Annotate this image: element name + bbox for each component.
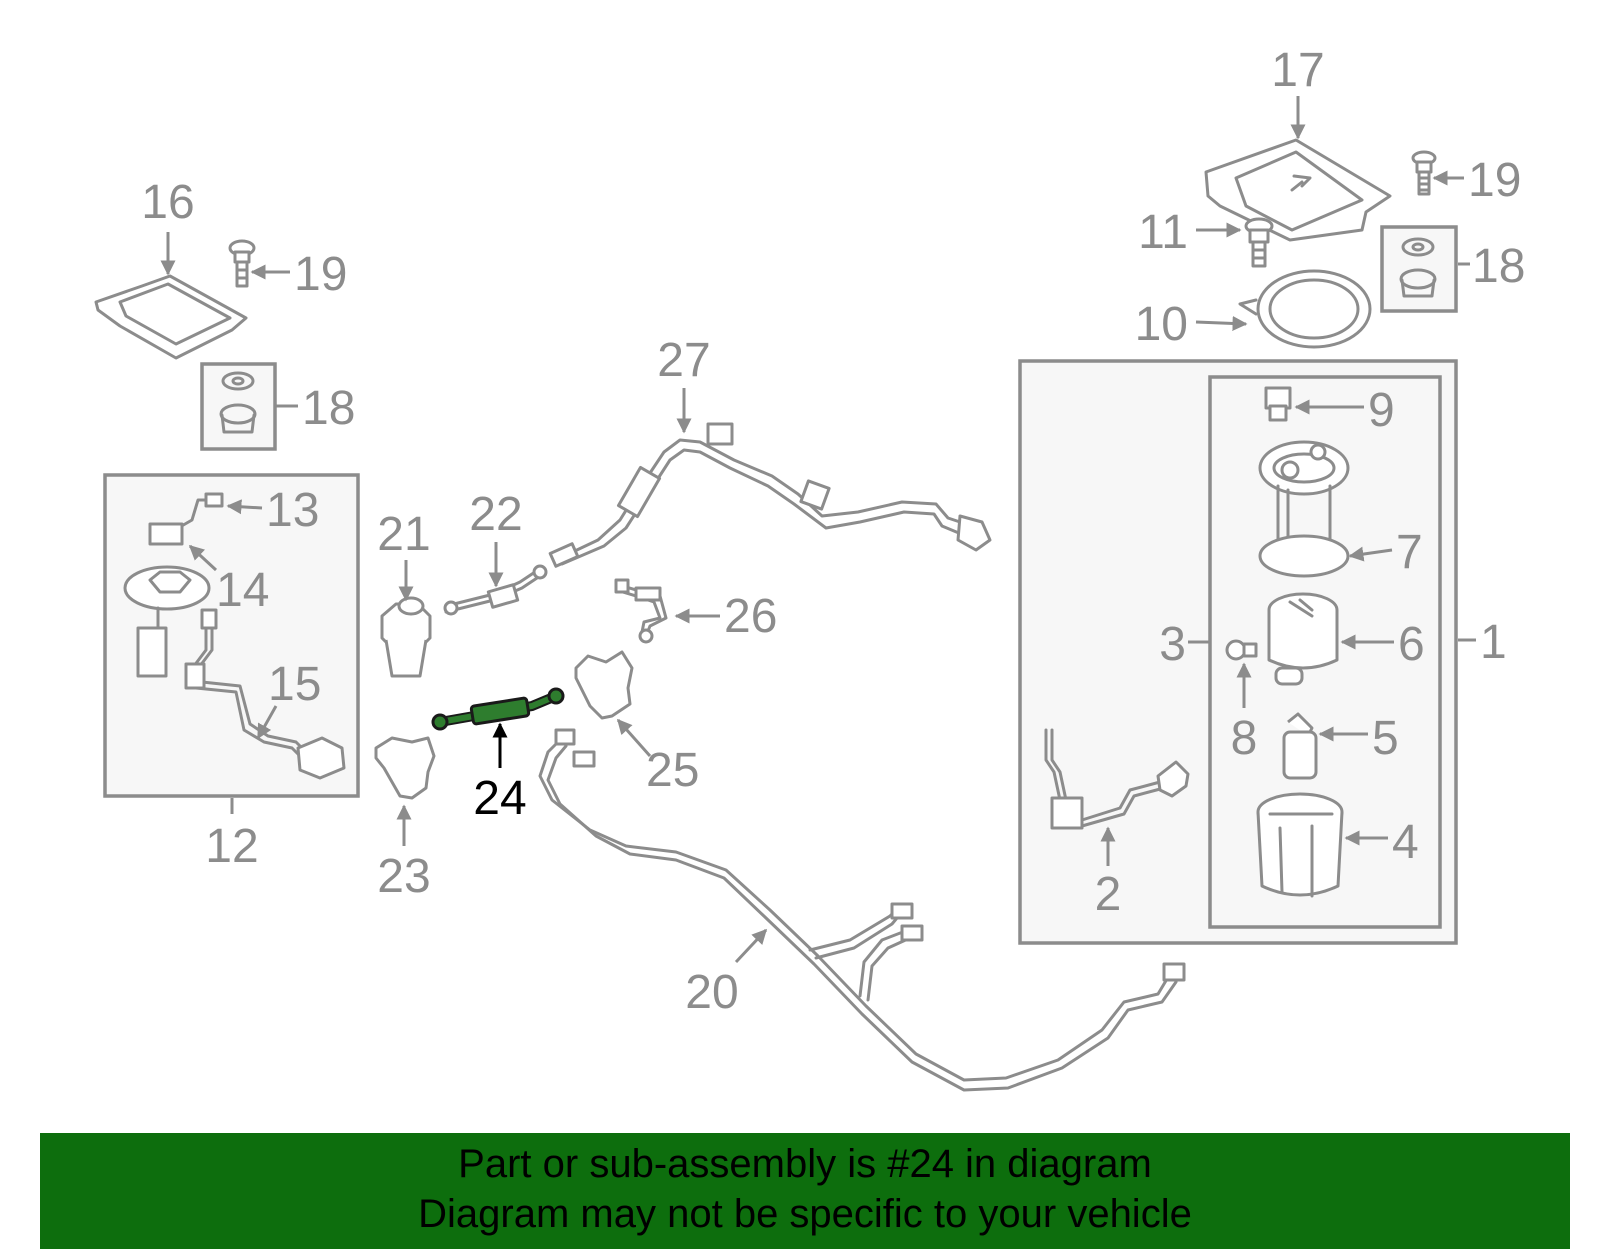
part-19-bolt-left	[228, 239, 256, 288]
part-24-fuel-hose-highlighted	[431, 687, 565, 731]
callout-15: 15	[268, 658, 321, 711]
callout-18-right: 18	[1472, 240, 1525, 293]
callout-25: 25	[646, 744, 699, 797]
callout-21: 21	[377, 508, 430, 561]
part-12-sender-unit	[123, 565, 346, 780]
part-16-cover-plate	[94, 274, 248, 360]
callout-23: 23	[377, 850, 430, 903]
part-27-wire-harness	[548, 422, 992, 568]
callout-17: 17	[1271, 44, 1324, 97]
part-7-pump-module	[1258, 440, 1350, 578]
callout-16: 16	[141, 176, 194, 229]
assembly-box-1-inner	[1208, 375, 1442, 929]
callout-14: 14	[216, 564, 269, 617]
callout-10: 10	[1135, 298, 1188, 351]
part-23-bracket	[374, 736, 436, 800]
callout-19-right: 19	[1468, 154, 1521, 207]
part-17-cover-plate	[1204, 138, 1392, 242]
callout-27: 27	[657, 334, 710, 387]
part-10-gasket	[1238, 269, 1372, 349]
part-5-filter	[1282, 712, 1318, 780]
part-26-sensor-line	[614, 578, 668, 644]
callout-11: 11	[1138, 206, 1188, 259]
callout-1: 1	[1480, 616, 1507, 669]
callout-5: 5	[1372, 712, 1399, 765]
part-13-14-connector	[148, 492, 224, 546]
part-18-washers-left	[219, 371, 257, 434]
banner-line-1: Part or sub-assembly is #24 in diagram	[458, 1142, 1152, 1186]
callout-labels: 17 19 11 18 10 9 7 6 5 4 1 3 8 2 16 19 1…	[141, 44, 1525, 1019]
callout-9: 9	[1368, 384, 1395, 437]
part-8-fitting	[1225, 639, 1258, 661]
part-25-bracket	[574, 650, 634, 720]
callout-3: 3	[1159, 618, 1186, 671]
part-11-bolt	[1244, 217, 1274, 268]
callout-20: 20	[685, 966, 738, 1019]
part-18-washers-right	[1399, 237, 1437, 298]
callout-26: 26	[724, 590, 777, 643]
info-banner: Part or sub-assembly is #24 in diagram D…	[40, 1133, 1570, 1249]
callout-12: 12	[205, 820, 258, 873]
callout-6: 6	[1398, 618, 1425, 671]
callout-19-left: 19	[294, 248, 347, 301]
part-22-fuel-line	[443, 564, 548, 616]
part-20-wire-harness	[538, 728, 1186, 1092]
part-19-bolt-right	[1411, 150, 1437, 196]
callout-4: 4	[1392, 816, 1419, 869]
banner-line-2: Diagram may not be specific to your vehi…	[418, 1192, 1192, 1236]
callout-2: 2	[1095, 868, 1122, 921]
callout-24-highlighted: 24	[473, 772, 526, 825]
part-21-fuel-filter	[380, 596, 432, 678]
callout-8: 8	[1231, 712, 1258, 765]
part-2-level-sender	[1044, 728, 1190, 830]
part-9-connector	[1264, 386, 1292, 422]
callout-22: 22	[469, 488, 522, 541]
callout-13: 13	[266, 484, 319, 537]
callout-7: 7	[1396, 526, 1423, 579]
part-6-fuel-pump	[1267, 592, 1339, 686]
callout-18-left: 18	[302, 382, 355, 435]
part-4-reservoir	[1256, 792, 1344, 898]
leader-lines	[160, 96, 1476, 964]
